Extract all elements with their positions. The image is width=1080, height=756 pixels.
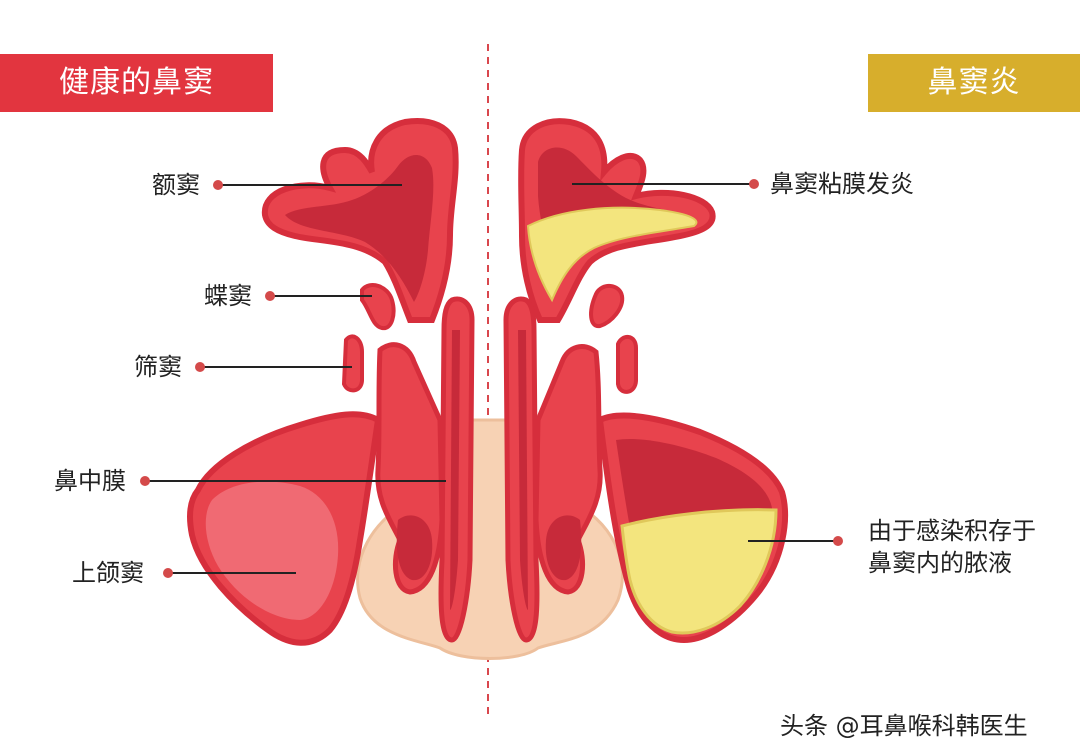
label-pus-line2: 鼻窦内的脓液 xyxy=(868,549,1012,577)
label-sphenoid-sinus: 蝶窦 xyxy=(204,282,252,310)
right-maxillary-pus xyxy=(620,508,778,635)
label-nasal-septum: 鼻中膜 xyxy=(54,467,126,495)
label-maxillary-sinus: 上颌窦 xyxy=(72,559,144,587)
right-turbinate xyxy=(545,515,582,581)
right-septum-inner xyxy=(518,330,528,610)
pointers-right xyxy=(572,183,838,542)
pointer-dots-left xyxy=(140,180,275,578)
pointers-left xyxy=(145,184,446,574)
left-ethmoid xyxy=(341,334,364,393)
label-frontal-sinus: 额窦 xyxy=(152,171,200,199)
right-frontal-pus xyxy=(526,206,698,303)
sinusitis-banner: 鼻窦炎 xyxy=(868,54,1080,112)
left-sphenoid xyxy=(360,283,396,331)
left-septum-inner xyxy=(450,330,460,610)
left-frontal-inner xyxy=(285,155,434,302)
right-ethmoid xyxy=(616,335,638,394)
label-pus-line1: 由于感染积存于 xyxy=(868,517,1036,545)
watermark-text: 头条 @耳鼻喉科韩医生 xyxy=(780,712,1028,740)
label-mucosa-inflamed: 鼻窦粘膜发炎 xyxy=(770,170,914,198)
left-maxillary-inner xyxy=(205,481,339,620)
right-sphenoid xyxy=(589,284,625,329)
label-ethmoid-sinus: 筛窦 xyxy=(134,353,182,381)
pointer-dots-right xyxy=(749,179,843,546)
healthy-sinus-banner: 健康的鼻窦 xyxy=(0,54,273,112)
left-turbinate xyxy=(396,515,433,581)
